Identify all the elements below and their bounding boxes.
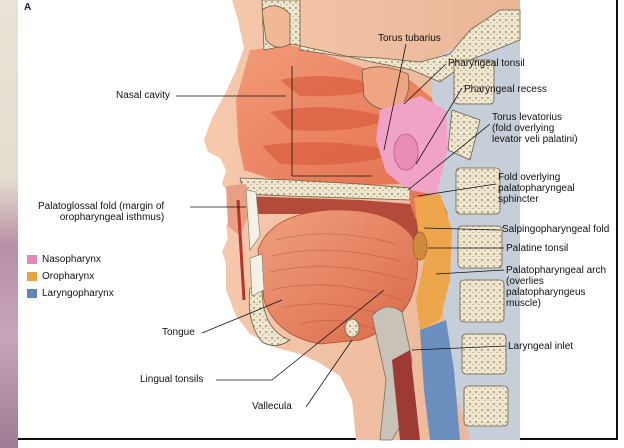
hyoid-bone xyxy=(345,319,359,337)
legend-item-oropharynx: Oropharynx xyxy=(27,268,114,285)
label-vallecula: Vallecula xyxy=(252,401,292,412)
torus-tubarius-shape xyxy=(394,134,418,170)
legend-item-laryngopharynx: Laryngopharynx xyxy=(27,285,114,302)
legend-label: Nasopharynx xyxy=(42,254,101,265)
lower-teeth xyxy=(250,254,264,296)
label-torus-levatorius: Torus levatorius (fold overlying levator… xyxy=(492,112,578,145)
figure-letter: A xyxy=(24,2,31,13)
nasopharynx-swatch xyxy=(27,255,37,264)
label-pharyngeal-recess: Pharyngeal recess xyxy=(464,84,547,95)
legend-label: Laryngopharynx xyxy=(42,288,114,299)
palatine-tonsil-shape xyxy=(413,232,427,260)
label-pharyngeal-tonsil: Pharyngeal tonsil xyxy=(448,58,525,69)
label-lingual-tonsils: Lingual tonsils xyxy=(140,374,203,385)
legend-item-nasopharynx: Nasopharynx xyxy=(27,251,114,268)
label-laryngeal-inlet: Laryngeal inlet xyxy=(508,341,573,352)
oropharynx-swatch xyxy=(27,272,37,281)
label-nasal-cavity: Nasal cavity xyxy=(116,90,170,101)
legend-label: Oropharynx xyxy=(42,271,94,282)
label-fold-overlying: Fold overlying palatopharyngeal sphincte… xyxy=(498,172,575,205)
region-legend: Nasopharynx Oropharynx Laryngopharynx xyxy=(27,251,114,302)
label-salpingopharyngeal-fold: Salpingopharyngeal fold xyxy=(502,224,609,235)
laryngopharynx-swatch xyxy=(27,289,37,298)
label-palatopharyngeal-arch: Palatopharyngeal arch (overlies palatoph… xyxy=(506,265,606,309)
label-palatine-tonsil: Palatine tonsil xyxy=(506,243,568,254)
label-palatoglossal-fold: Palatoglossal fold (margin of oropharyng… xyxy=(38,201,164,223)
label-tongue: Tongue xyxy=(162,327,195,338)
label-torus-tubarius: Torus tubarius xyxy=(378,33,441,44)
